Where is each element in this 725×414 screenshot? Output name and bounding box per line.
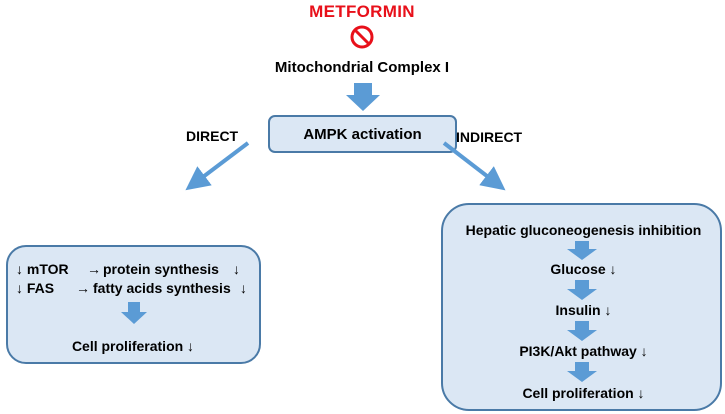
fas-text: ↓ FAS xyxy=(16,280,55,296)
block-arrow-glucose-to-insulin xyxy=(567,280,597,300)
ampk-label: AMPK activation xyxy=(303,125,422,143)
drug-name: METFORMIN xyxy=(309,2,415,21)
glucose-step: Glucose ↓ xyxy=(550,261,617,277)
gluconeogenesis-step: Hepatic gluconeogenesis inhibition xyxy=(465,222,702,238)
inhibition-icon xyxy=(350,25,374,49)
mtor-arrow: → xyxy=(87,261,101,277)
block-arrow-pi3k-to-proliferation xyxy=(567,362,597,382)
cell-proliferation-indirect: Cell proliferation ↓ xyxy=(522,385,645,401)
pi3k-akt-step: PI3K/Akt pathway ↓ xyxy=(519,343,648,359)
indirect-branch-arrow xyxy=(442,141,506,191)
direct-label: DIRECT xyxy=(186,128,239,144)
indirect-label: INDIRECT xyxy=(456,129,523,145)
protein-synthesis-down: ↓ xyxy=(233,261,240,277)
direct-branch-arrow xyxy=(185,141,250,191)
ampk-activation-box: AMPK activation xyxy=(268,115,457,153)
direct-effects-box: ↓ mTOR → protein synthesis ↓ ↓ FAS → fat… xyxy=(6,245,261,364)
block-arrow-complex-to-ampk xyxy=(346,83,380,111)
block-arrow-gluconeogenesis-to-glucose xyxy=(567,241,597,260)
target-label: Mitochondrial Complex I xyxy=(274,59,450,76)
block-arrow-insulin-to-pi3k xyxy=(567,321,597,341)
fas-arrow: → xyxy=(76,280,90,296)
insulin-step: Insulin ↓ xyxy=(555,302,612,318)
mtor-text: ↓ mTOR xyxy=(16,261,69,277)
protein-synthesis-text: protein synthesis xyxy=(103,261,219,277)
block-arrow-direct-to-proliferation xyxy=(121,302,147,324)
cell-proliferation-direct: Cell proliferation ↓ xyxy=(71,338,195,354)
fatty-acids-text: fatty acids synthesis xyxy=(93,280,231,296)
fatty-acids-down: ↓ xyxy=(240,280,247,296)
